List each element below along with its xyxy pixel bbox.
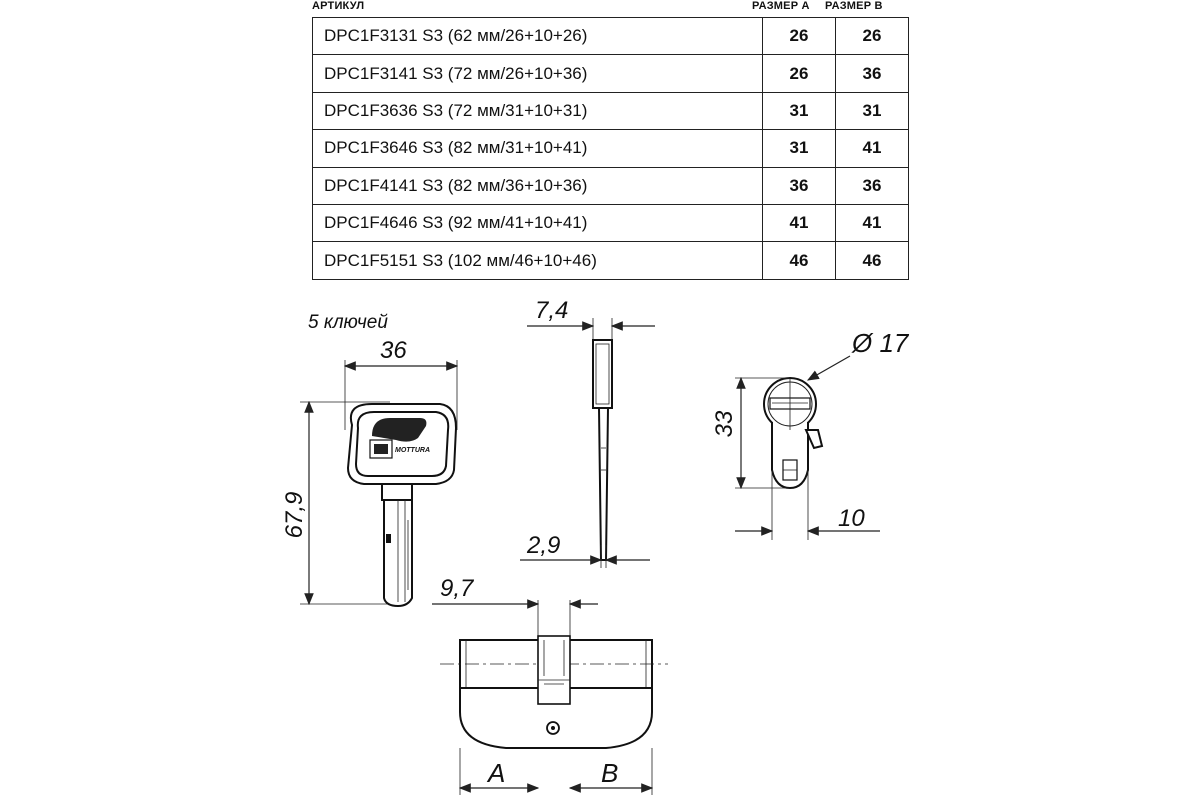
cam-tab (804, 429, 824, 450)
dim-diameter: Ø 17 (851, 328, 910, 358)
dim-cam-width: 10 (838, 505, 865, 532)
dim-height: 33 (711, 410, 738, 437)
cylinder-front-view: 9,7 A B (432, 575, 668, 795)
cylinder-lower-body (459, 687, 653, 749)
header-article: АРТИКУЛ (312, 0, 365, 12)
size-b-cell: 26 (835, 16, 909, 56)
label-a: A (486, 758, 505, 788)
dim-key-length: 67,9 (281, 492, 308, 539)
size-b-cell: 41 (835, 203, 909, 243)
article-cell: DPC1F3636 S3 (72 мм/31+10+31) (312, 91, 763, 131)
size-a-cell: 41 (762, 203, 836, 243)
brand-label: MOTTURA (395, 447, 430, 454)
dim-key-width: 36 (380, 337, 407, 364)
brand-logo-icon (369, 439, 393, 459)
size-b-cell: 46 (835, 241, 909, 280)
header-size-b: РАЗМЕР В (825, 0, 883, 12)
size-b-cell: 36 (835, 54, 909, 93)
size-a-cell: 31 (762, 129, 836, 168)
article-cell: DPC1F4646 S3 (92 мм/41+10+41) (312, 203, 763, 243)
key-head-outline (346, 403, 458, 485)
article-cell: DPC1F4141 S3 (82 мм/36+10+36) (312, 166, 763, 205)
header-size-a: РАЗМЕР А (752, 0, 810, 12)
keys-note: 5 ключей (308, 312, 388, 333)
dim-cam-offset: 9,7 (440, 575, 475, 602)
dim-blade-tip: 2,9 (526, 532, 560, 559)
key-front-view: 5 ключей 36 67,9 MOTTURA (281, 312, 459, 608)
size-a-cell: 26 (762, 54, 836, 93)
article-cell: DPC1F5151 S3 (102 мм/46+10+46) (312, 241, 763, 280)
size-b-cell: 36 (835, 166, 909, 205)
key-grip-window (372, 418, 427, 442)
key-side-view: 7,4 2,9 (520, 297, 655, 568)
dim-blade-thickness: 7,4 (535, 297, 568, 324)
size-a-cell: 26 (762, 16, 836, 56)
article-cell: DPC1F3131 S3 (62 мм/26+10+26) (312, 16, 763, 56)
cylinder-cam (537, 635, 571, 705)
size-b-cell: 31 (835, 91, 909, 131)
size-b-cell: 41 (835, 129, 909, 168)
cylinder-profile-view: Ø 17 33 10 (711, 328, 910, 540)
article-cell: DPC1F3141 S3 (72 мм/26+10+36) (312, 54, 763, 93)
label-b: B (601, 758, 618, 788)
